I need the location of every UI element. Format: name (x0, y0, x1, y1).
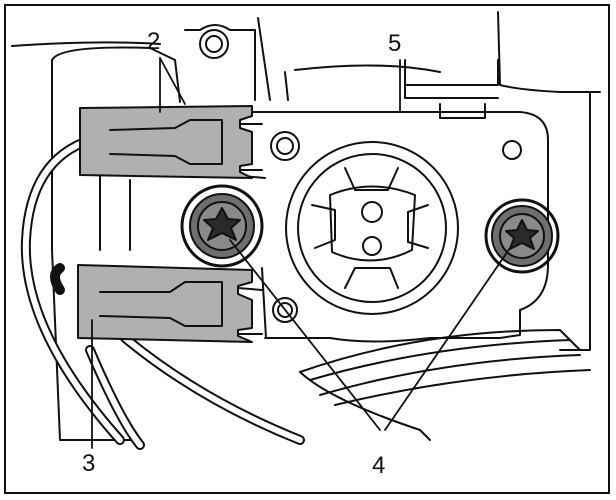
leader-lines (91, 57, 511, 449)
torx-screw-icon (180, 184, 264, 268)
connector-plug-icon (77, 264, 263, 343)
housing-outline (11, 11, 601, 441)
callout-3: 3 (82, 450, 96, 477)
callout-5: 5 (388, 30, 402, 57)
torx-screw-icon (484, 198, 560, 274)
cable-tray (299, 329, 591, 441)
callout-4: 4 (372, 452, 386, 479)
callout-2: 2 (147, 28, 161, 55)
connector-plug-icon (79, 105, 263, 179)
motor-gear-icon (285, 141, 459, 315)
